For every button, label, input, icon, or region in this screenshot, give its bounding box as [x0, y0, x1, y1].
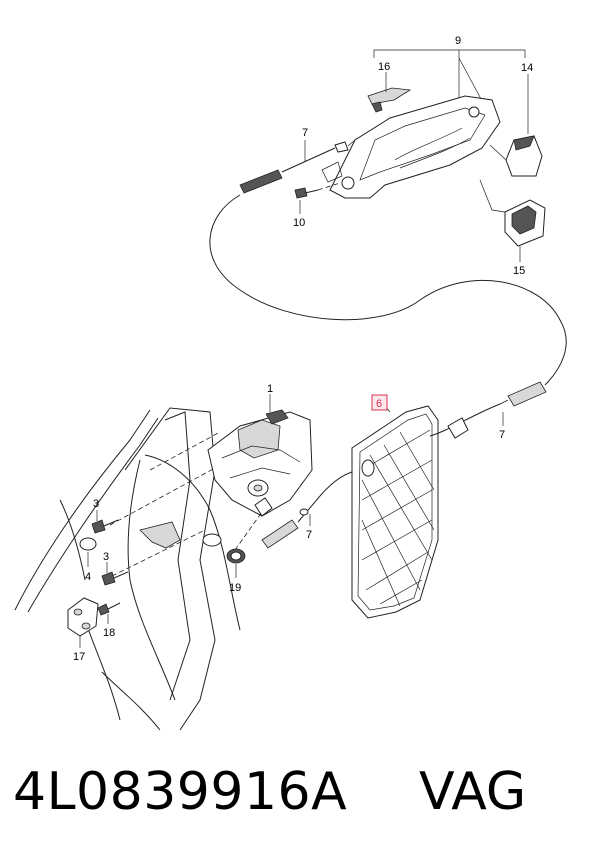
callout-7-top: 7 [302, 127, 308, 139]
callout-19: 19 [229, 582, 241, 594]
cap-19 [226, 548, 246, 578]
callout-14: 14 [521, 62, 533, 74]
striker-17 [67, 597, 99, 648]
callout-16: 16 [378, 61, 390, 73]
callout-15: 15 [513, 265, 525, 277]
callout-18: 18 [103, 627, 115, 639]
switch-15 [479, 179, 546, 262]
alignment-lines [109, 431, 263, 577]
callout-10: 10 [293, 217, 305, 229]
callout-4: 4 [85, 571, 91, 583]
part-number: 4L0839916A [13, 762, 348, 822]
screw-3-upper [91, 510, 119, 534]
door-frame [14, 407, 241, 731]
callout-3-lower: 3 [103, 551, 109, 563]
exploded-parts-diagram: 9 16 14 7 10 15 1 6 7 3 7 3 4 19 18 17 [14, 35, 567, 731]
screw-3-lower [101, 562, 129, 586]
trim-clip-16 [367, 72, 412, 113]
cover-panel-6 [351, 399, 439, 619]
callout-3-upper: 3 [93, 498, 99, 510]
cable-loop [209, 194, 567, 386]
cover-cap-14 [489, 74, 543, 177]
screw-10 [294, 182, 341, 214]
callout-6-box [371, 394, 388, 411]
callout-17: 17 [73, 651, 85, 663]
callout-1: 1 [267, 383, 273, 395]
brand-label: VAG [419, 762, 527, 822]
bowden-cable-7-top [239, 139, 356, 194]
bowden-cable-7-right [429, 381, 547, 439]
callout-7-right: 7 [499, 429, 505, 441]
door-lock-1 [207, 394, 313, 517]
handle-housing [321, 95, 501, 199]
screw-18 [97, 602, 121, 624]
callout-7-lower: 7 [306, 529, 312, 541]
cap-4 [79, 537, 97, 567]
callout-6: 6 [376, 398, 382, 410]
callout-9: 9 [455, 35, 461, 47]
